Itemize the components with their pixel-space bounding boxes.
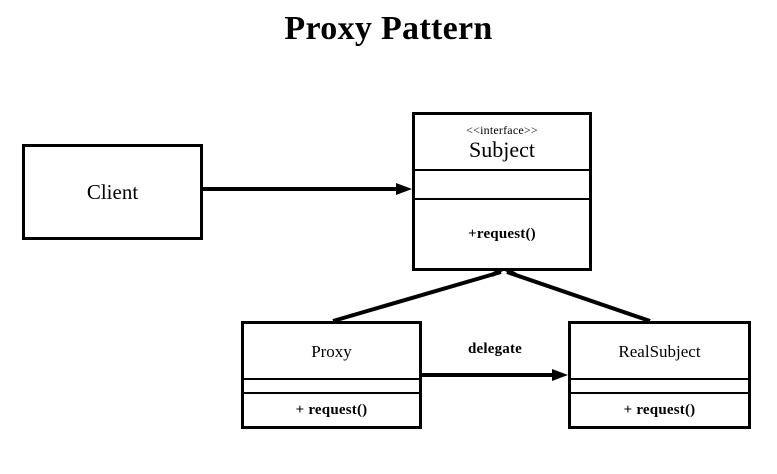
class-box-client[interactable]: Client <box>22 144 203 240</box>
class-header-subject: <<interface>> Subject <box>415 115 589 169</box>
connector-realsubject-to-subject <box>506 270 651 323</box>
class-name-proxy: Proxy <box>311 341 352 361</box>
connector-client-to-subject <box>203 183 412 195</box>
class-box-realsubject[interactable]: RealSubject + request() <box>568 321 751 429</box>
operation-realsubject-request: + request() <box>571 392 748 426</box>
class-box-proxy[interactable]: Proxy + request() <box>241 321 422 429</box>
stereotype-interface: <<interface>> <box>466 123 538 137</box>
operation-subject-request: +request() <box>415 198 589 268</box>
operation-proxy-request: + request() <box>244 392 419 426</box>
class-name-realsubject: RealSubject <box>618 341 701 361</box>
page-title: Proxy Pattern <box>284 10 493 47</box>
class-name-client: Client <box>86 179 139 204</box>
class-name-subject: Subject <box>469 137 535 162</box>
attributes-compartment-proxy <box>244 378 419 392</box>
connector-proxy-to-subject <box>332 270 502 323</box>
attributes-compartment-realsubject <box>571 378 748 392</box>
connector-label-delegate: delegate <box>467 341 523 357</box>
connector-proxy-to-realsubject <box>422 369 568 381</box>
class-box-subject[interactable]: <<interface>> Subject +request() <box>412 112 592 271</box>
attributes-compartment-subject <box>415 169 589 198</box>
